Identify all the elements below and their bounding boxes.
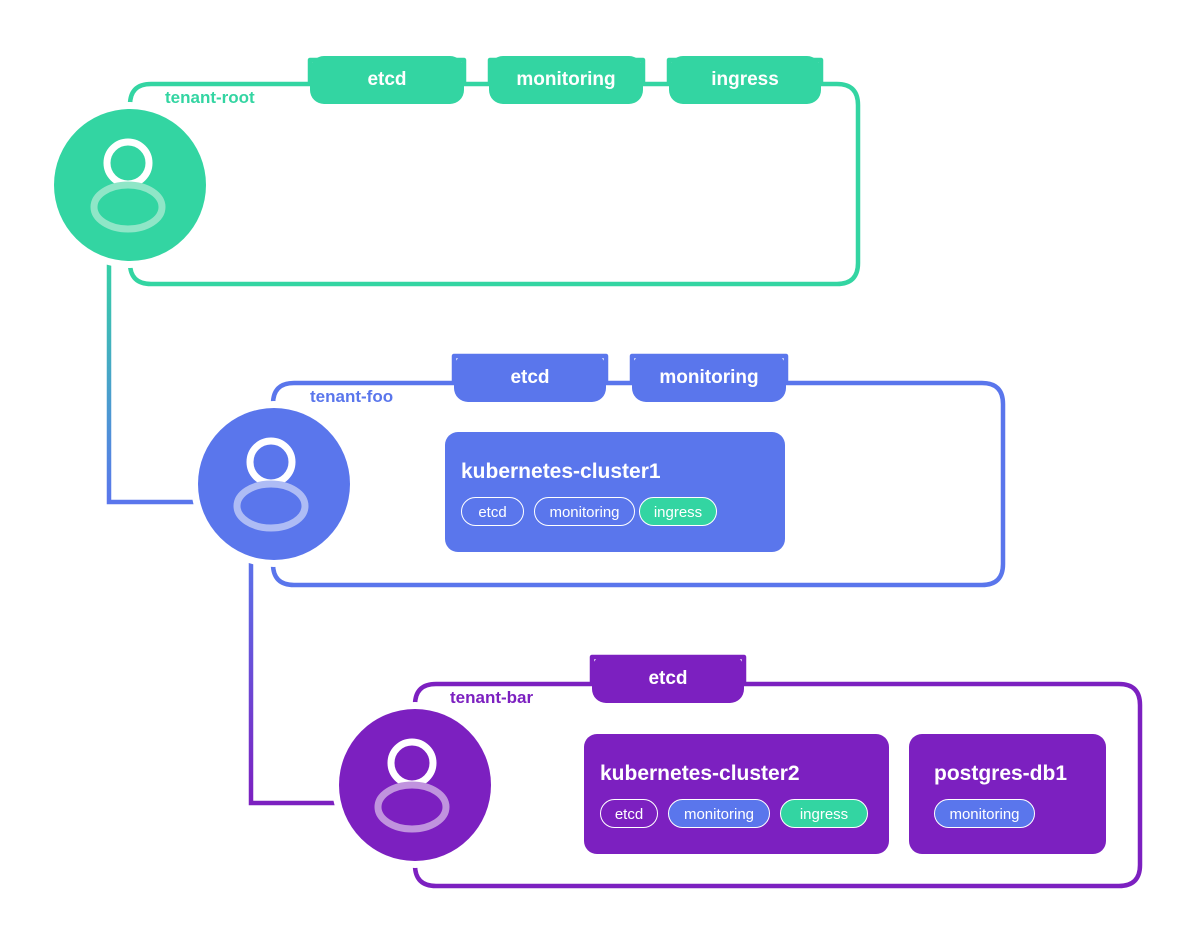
tenant-foo-tag-etcd-label: etcd [510,367,550,388]
tenant-root-tag-etcd-label: etcd [367,69,407,90]
tenant-root-tag-ingress-label: ingress [711,69,779,90]
tenant-root-tag-ingress[interactable] [669,56,821,104]
tenant-root-tag-etcd[interactable] [310,56,464,104]
chip-cluster2-monitoring[interactable]: monitoring [668,799,770,828]
resource-card-kubernetes-cluster2-title: kubernetes-cluster2 [600,762,800,785]
chip-cluster2-etcd[interactable]: etcd [600,799,658,828]
connector-foo-to-bar [248,550,357,806]
resource-card-postgres-db1-title: postgres-db1 [934,762,1068,785]
tenant-foo-tag-monitoring[interactable] [632,354,786,402]
resource-card-kubernetes-cluster1[interactable] [445,432,785,552]
resource-card-kubernetes-cluster1-title: kubernetes-cluster1 [461,460,661,483]
tenant-foo-group[interactable] [191,353,1006,588]
connector-root-to-foo [106,250,215,505]
tenant-foo-tag-monitoring-label: monitoring [659,367,759,388]
tenant-foo-avatar-icon [233,437,309,532]
resource-card-postgres-db1[interactable] [909,734,1106,854]
tenant-root-tag-monitoring[interactable] [489,56,643,104]
chip-cluster2-ingress[interactable]: ingress [780,799,868,828]
chip-cluster1-monitoring[interactable]: monitoring [534,497,635,526]
tenant-root-tag-monitoring-label: monitoring [516,69,616,90]
tenant-root-avatar-icon [90,138,166,233]
chip-cluster1-ingress[interactable]: ingress [639,497,717,526]
tenant-bar-tag-etcd[interactable] [592,655,744,703]
resource-card-kubernetes-cluster2[interactable] [584,734,889,854]
tenant-bar-avatar-icon [374,738,450,833]
tenant-foo-tag-etcd[interactable] [454,354,606,402]
tenant-root-group[interactable] [47,56,861,287]
chip-postgresdb1-monitoring[interactable]: monitoring [934,799,1035,828]
tenant-bar-boundary [412,654,1143,889]
tenant-bar-tag-etcd-label: etcd [648,668,688,689]
chip-cluster1-etcd[interactable]: etcd [461,497,524,526]
